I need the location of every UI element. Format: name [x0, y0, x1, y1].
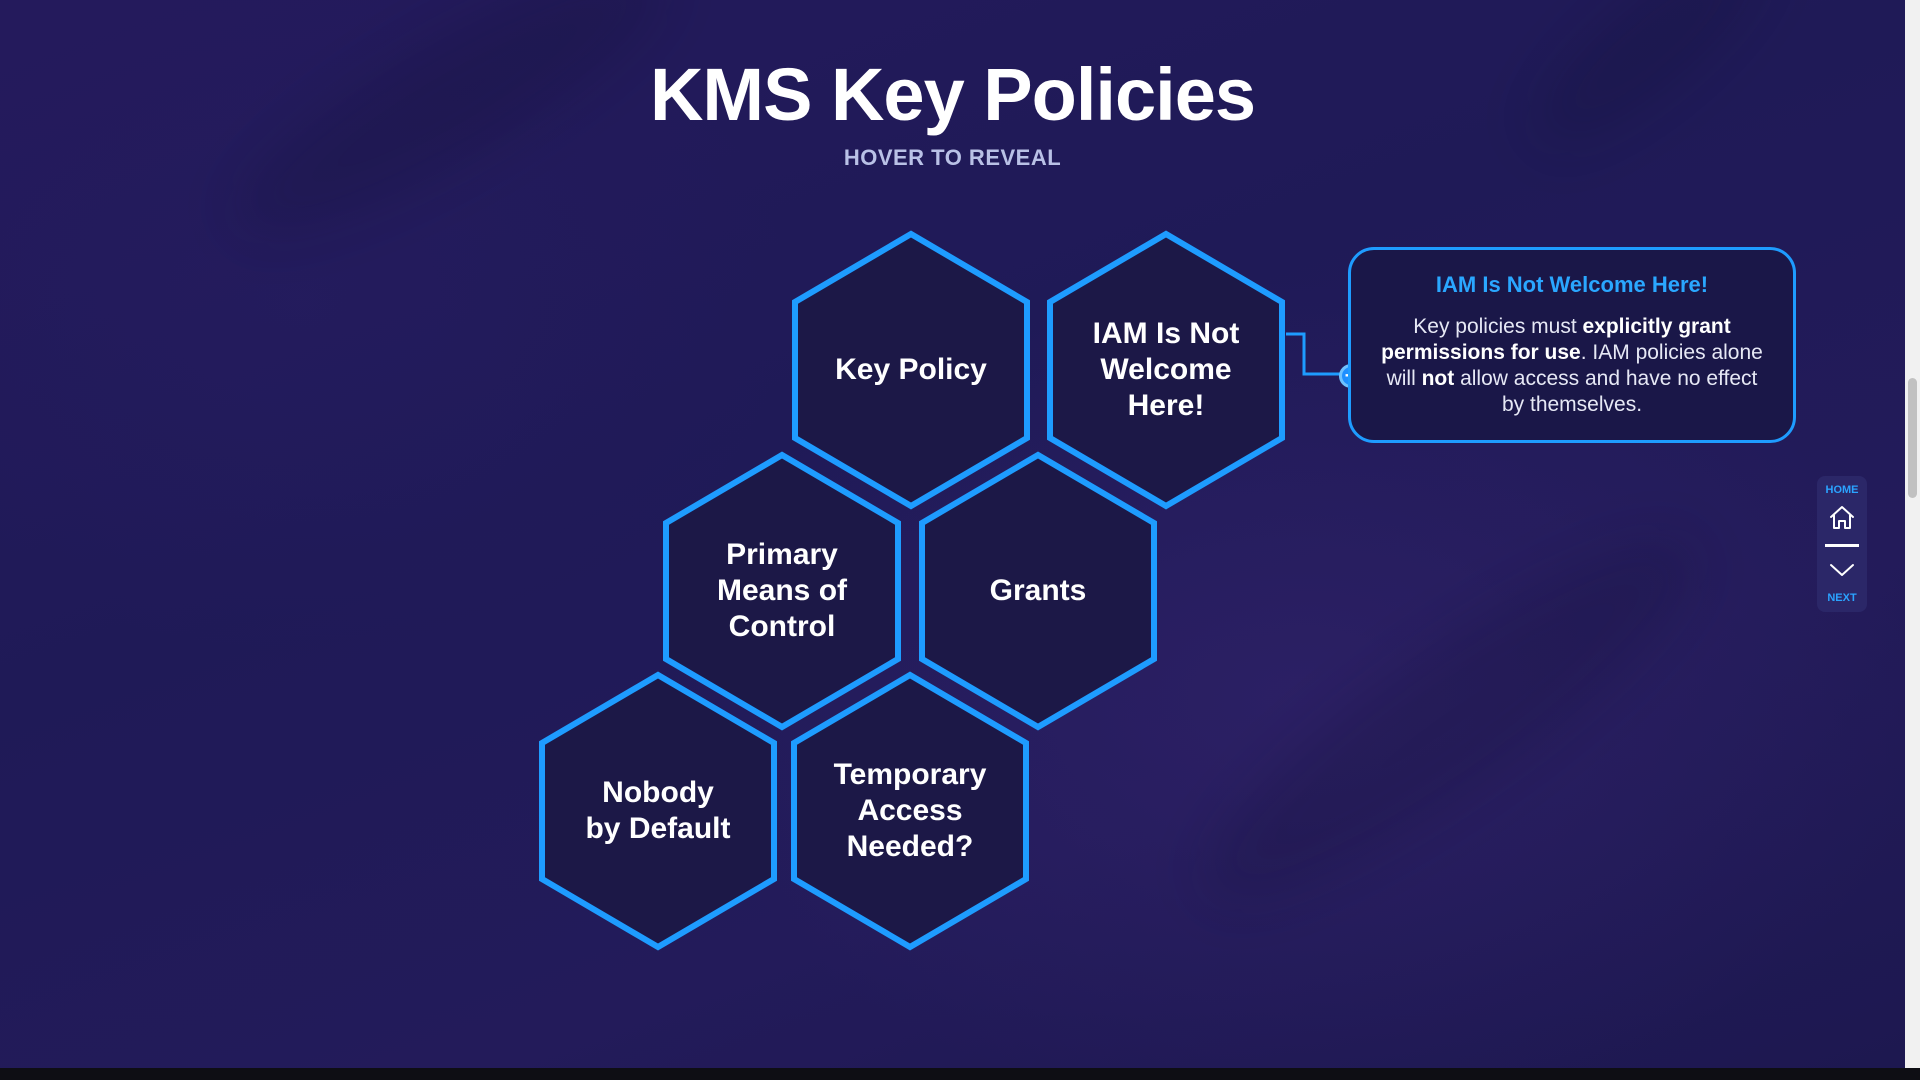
hex-label: Key Policy: [835, 353, 987, 386]
chevron-down-icon[interactable]: [1829, 560, 1855, 580]
callout-title: IAM Is Not Welcome Here!: [1435, 272, 1709, 297]
hexagon-shape: [539, 671, 777, 951]
hexagon-shape: [792, 230, 1030, 510]
reveal-callout: IAM Is Not Welcome Here! Key policies mu…: [1348, 247, 1796, 443]
hex-label: Primary Means of Control: [716, 538, 848, 643]
background-streak: [203, 0, 697, 277]
hex-key-policy[interactable]: Key Policy: [791, 230, 1031, 510]
scrollbar-thumb[interactable]: [1908, 378, 1917, 498]
page-subtitle: HOVER TO REVEAL: [843, 145, 1062, 170]
callout-text: . IAM policies alone will: [1386, 341, 1763, 390]
hex-iam-not-welcome[interactable]: IAM Is Not Welcome Here!: [1046, 230, 1286, 510]
home-icon[interactable]: [1829, 504, 1855, 530]
callout-text: Key policies must: [1413, 315, 1583, 338]
callout-connector-line: [1286, 332, 1348, 376]
callout-emphasis: explicitly grant permissions for use: [1381, 315, 1731, 364]
hexagon-shape: [919, 451, 1157, 731]
hex-nobody-by-default[interactable]: Nobody by Default: [538, 671, 778, 951]
nav-panel: HOME NEXT: [1817, 476, 1867, 612]
hexagon-shape: [1047, 230, 1285, 510]
home-label[interactable]: HOME: [1825, 484, 1859, 496]
hexagon-shape: [663, 451, 901, 731]
callout-text: allow access and have no effect by thems…: [1454, 367, 1758, 416]
hex-primary-means-of-control[interactable]: Primary Means of Control: [662, 451, 902, 731]
scrollbar-track[interactable]: [1905, 0, 1920, 1068]
bottom-bar: [0, 1068, 1920, 1080]
hex-label: IAM Is Not Welcome Here!: [1092, 317, 1240, 422]
nav-divider: [1825, 544, 1859, 547]
background-streak: [1164, 490, 1736, 950]
next-label[interactable]: NEXT: [1827, 592, 1857, 604]
hex-grants[interactable]: Grants: [918, 451, 1158, 731]
hex-label: Nobody by Default: [585, 776, 731, 845]
callout-body: Key policies must explicitly grant permi…: [1379, 314, 1765, 418]
hex-label: Grants: [989, 574, 1087, 607]
hexagon-shape: [791, 671, 1029, 951]
callout-emphasis: not: [1421, 367, 1455, 390]
hex-temporary-access[interactable]: Temporary Access Needed?: [790, 671, 1030, 951]
hex-label: Temporary Access Needed?: [833, 758, 987, 863]
page-title: KMS Key Policies: [649, 53, 1256, 136]
